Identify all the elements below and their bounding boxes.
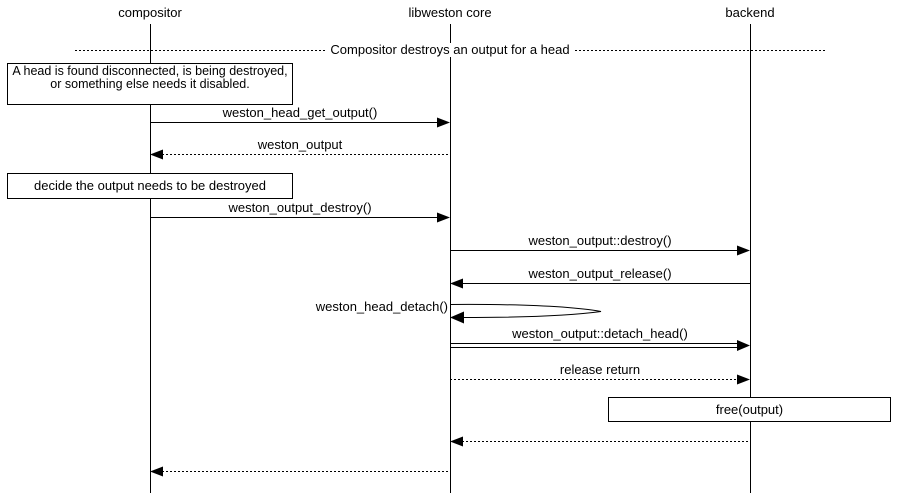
arrowhead-release-return — [737, 374, 750, 385]
actor-label-backend: backend — [725, 5, 775, 20]
message-label-weston-output-destroy: weston_output_destroy() — [228, 200, 372, 215]
arrowhead-return-backend-to-core — [450, 436, 463, 447]
note-free-output: free(output) — [608, 397, 891, 422]
arrowhead-weston-output-return — [150, 149, 163, 160]
message-label-weston-head-detach: weston_head_detach() — [315, 299, 448, 314]
divider-label: Compositor destroys an output for a head — [326, 43, 574, 57]
arrowhead-weston-output-destroy — [437, 212, 450, 223]
message-label-weston-head-get-output: weston_head_get_output() — [222, 105, 378, 120]
message-label-weston-output: weston_output — [257, 137, 343, 152]
arrowhead-detach-head — [737, 340, 750, 351]
actor-label-compositor: compositor — [118, 5, 182, 20]
message-label-release-return: release return — [559, 362, 641, 377]
message-label-detach-head: weston_output::detach_head() — [512, 326, 688, 341]
arrowhead-weston-output-destroy-vfunc — [737, 245, 750, 256]
self-message-loop-weston-head-detach — [450, 303, 602, 318]
message-label-weston-output-destroy-vfunc: weston_output::destroy() — [528, 233, 672, 248]
arrowhead-weston-head-detach — [450, 311, 464, 324]
arrowhead-return-core-to-compositor — [150, 466, 163, 477]
arrowhead-weston-output-release — [450, 278, 463, 289]
note-head-disconnected: A head is found disconnected, is being d… — [7, 63, 293, 105]
actor-label-libweston-core: libweston core — [408, 5, 492, 20]
arrowhead-weston-head-get-output — [437, 117, 450, 128]
note-decide-destroy: decide the output needs to be destroyed — [7, 173, 293, 199]
message-label-weston-output-release: weston_output_release() — [528, 266, 672, 281]
